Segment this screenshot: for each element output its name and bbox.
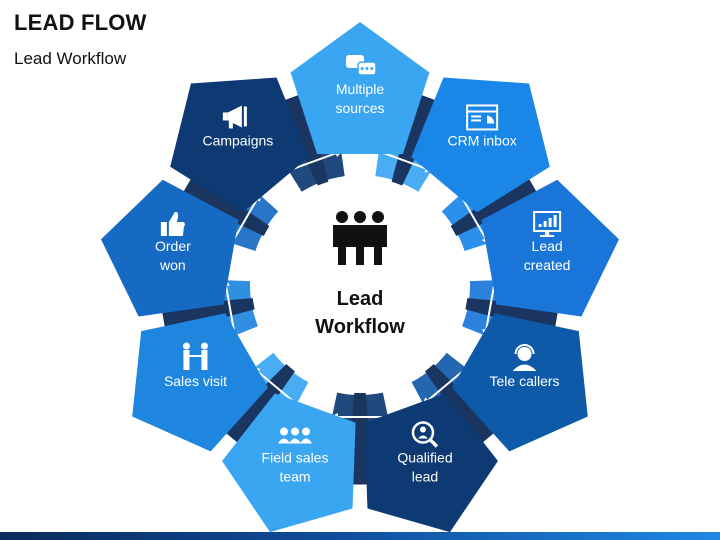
step-pentagon [222,393,356,533]
step-label: CRM inbox [448,132,517,148]
step-label: Campaigns [202,132,273,148]
flow-arrow [378,150,434,173]
flow-arrow [459,194,490,246]
flow-step-node: Multiple sources [290,22,430,155]
flow-step-node: Tele callers [451,313,588,452]
step-label: Tele callers [490,373,560,389]
step-pentagon [364,393,498,533]
step-pentagon [290,22,430,155]
handshake-people-icon [182,342,208,370]
magnifier-person-icon [411,421,439,448]
flow-arrow [222,278,236,336]
step-label: Field sales [262,450,329,466]
flow-arrow [252,366,298,405]
flow-step-node: Campaigns [170,77,309,213]
step-label: lead [412,469,438,485]
ring-connector [221,363,296,447]
center-label: Lead [337,288,384,310]
group-people-icon [278,427,313,444]
ring-connector [180,173,270,236]
step-label: Qualified [397,450,452,466]
browser-chart-icon [466,104,499,131]
flow-arrow [230,192,261,244]
step-pentagon [411,77,550,213]
center-label: Workflow [315,316,405,338]
chat-bubbles-icon [346,55,377,76]
flow-step-node: CRM inbox [411,77,550,213]
step-label: Lead [532,238,563,254]
ring-connector [424,363,499,447]
flow-step-node: Qualified lead [364,393,498,533]
step-label: won [159,257,186,273]
monitor-chart-icon [533,211,562,238]
step-pentagon [132,313,269,452]
step-pentagon [451,313,588,452]
flow-step-node: Sales visit [132,313,269,452]
flow-arrow [288,149,344,172]
team-people-icon [333,211,387,265]
step-pentagon [170,77,309,213]
step-label: Multiple [336,81,384,97]
step-label: sources [335,100,384,116]
megaphone-icon [222,105,247,129]
step-label: created [524,257,571,273]
flow-step-node: Order won [100,179,239,317]
step-pentagon [100,179,239,317]
page-title: LEAD FLOW [14,10,147,35]
step-label: Order [155,238,191,254]
flow-step-node: Lead created [481,179,620,317]
ring-connector [450,173,540,236]
bottom-accent-bar [0,532,720,540]
thumbs-up-icon [160,211,185,237]
page-subtitle: Lead Workflow [14,49,127,68]
flow-step-node: Field sales team [222,393,356,533]
headset-agent-icon [512,344,537,371]
step-label: Sales visit [164,373,227,389]
flow-arrow [482,280,496,338]
center-circle [252,177,468,393]
step-label: team [279,469,310,485]
step-pentagon [481,179,620,317]
flow-arrow [421,367,468,406]
